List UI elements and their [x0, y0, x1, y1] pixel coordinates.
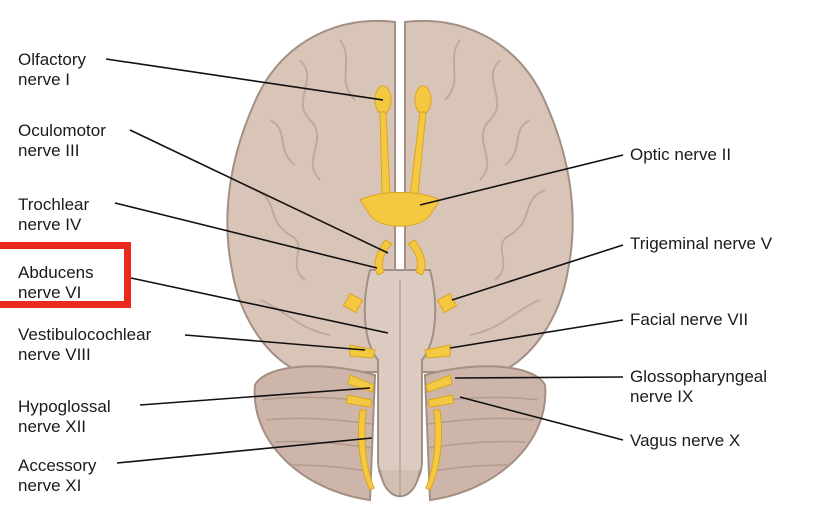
label-trigeminal: Trigeminal nerve V: [630, 234, 772, 254]
label-facial: Facial nerve VII: [630, 310, 748, 330]
label-optic: Optic nerve II: [630, 145, 731, 165]
label-vagus: Vagus nerve X: [630, 431, 740, 451]
